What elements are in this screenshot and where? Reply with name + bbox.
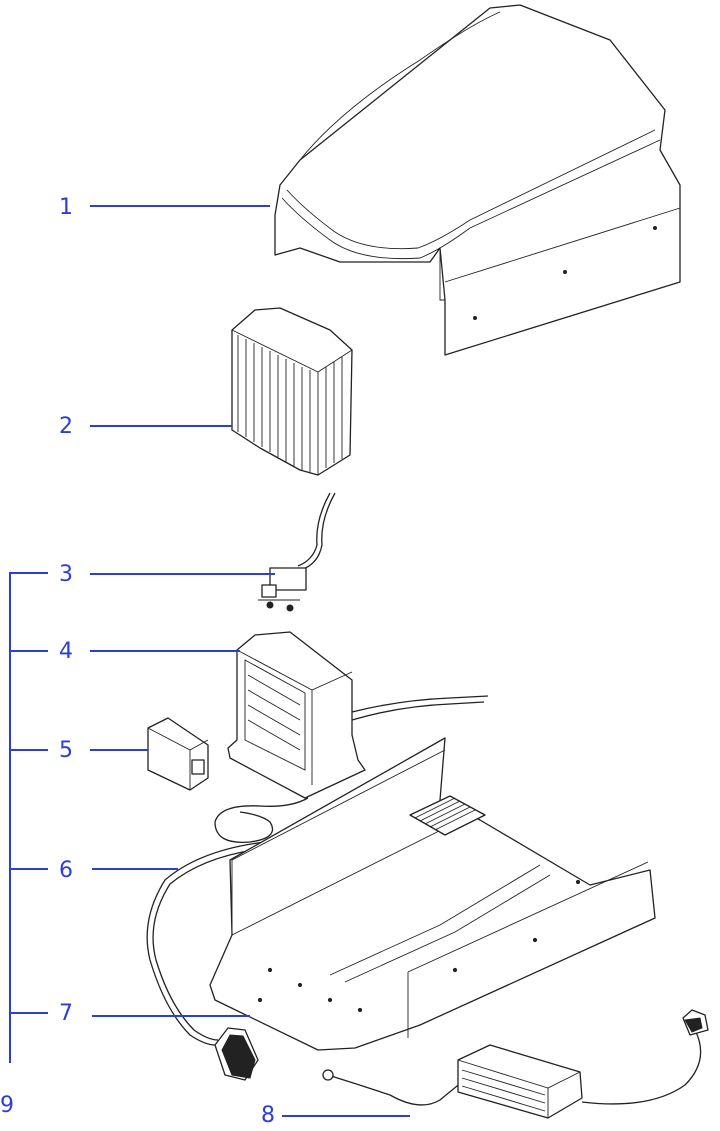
heat-sink-housing-part bbox=[231, 307, 353, 476]
switch-cable-part bbox=[258, 492, 336, 612]
power-supply-part bbox=[322, 1009, 709, 1119]
base-plate-part bbox=[209, 737, 656, 1051]
callout-1: 1 bbox=[59, 195, 73, 220]
callout-7: 7 bbox=[59, 1001, 73, 1026]
callout-5: 5 bbox=[59, 738, 73, 763]
cooling-fins bbox=[237, 335, 343, 473]
callout-8: 8 bbox=[261, 1103, 275, 1128]
bracket-line-9 bbox=[9, 572, 48, 1063]
callout-9: 9 bbox=[0, 1093, 14, 1118]
callout-4: 4 bbox=[59, 639, 73, 664]
callout-3: 3 bbox=[59, 562, 73, 587]
foot-switch-cable-part bbox=[146, 797, 309, 1081]
electronics-box-part bbox=[227, 631, 489, 799]
control-module-part bbox=[147, 717, 209, 791]
cover-part bbox=[274, 4, 681, 356]
callout-2: 2 bbox=[59, 414, 73, 439]
callout-6: 6 bbox=[59, 858, 73, 883]
